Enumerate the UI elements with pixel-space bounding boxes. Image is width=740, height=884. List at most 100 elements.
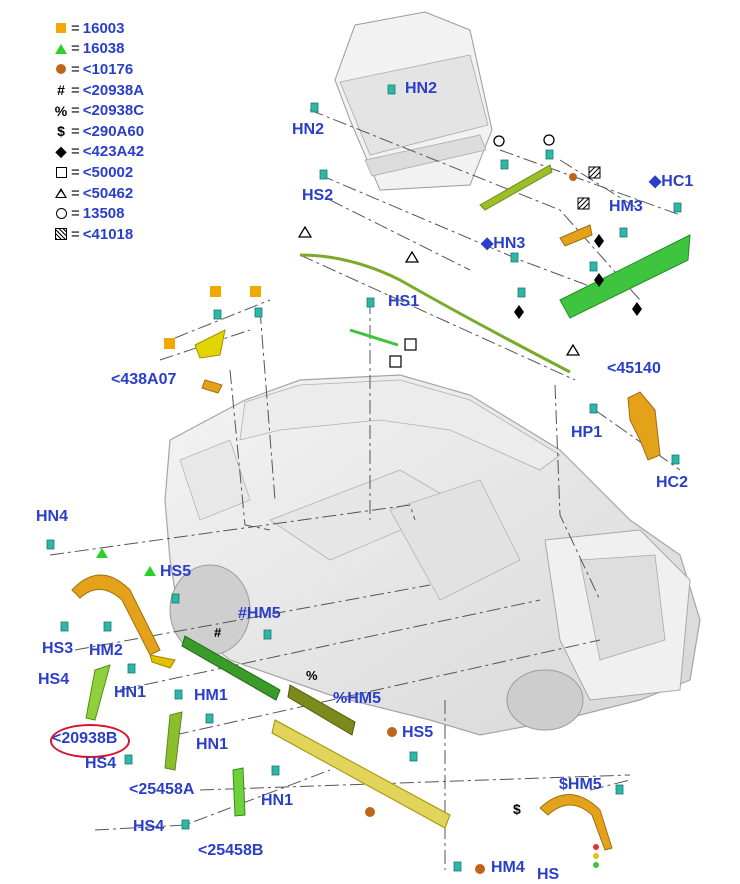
orange-square-icon: [54, 20, 68, 36]
clip-hm1[interactable]: [174, 689, 183, 700]
clip-hs5-lower[interactable]: [409, 751, 418, 762]
clip-hc2[interactable]: [671, 454, 680, 465]
part-small-strip[interactable]: [349, 328, 399, 347]
triangle-outline-icon: [404, 250, 420, 263]
legend-text: <423A42: [82, 143, 145, 161]
label-hn2-left[interactable]: HN2: [292, 121, 325, 138]
clip-13508-b[interactable]: [545, 149, 554, 160]
orange-square-icon: [164, 338, 175, 349]
legend-row: =<50462: [54, 183, 144, 204]
clip-hs3[interactable]: [60, 621, 69, 632]
clip-hm3[interactable]: [619, 227, 628, 238]
clip-hs1[interactable]: [366, 297, 375, 308]
clip-hn3-c[interactable]: [517, 287, 526, 298]
yellow-dot-icon: [593, 853, 599, 859]
part-25458b[interactable]: [232, 767, 246, 817]
red-dot-icon: [593, 844, 599, 850]
triangle-outline-icon: [54, 185, 68, 201]
label-hm5-hash[interactable]: #HM5: [238, 605, 281, 622]
clip-16003-a[interactable]: [213, 309, 222, 320]
brown-dot-icon: [54, 61, 68, 77]
part-rocker-trim-hash[interactable]: [181, 635, 281, 701]
part-wheel-arch-front[interactable]: [71, 574, 161, 656]
brown-dot-icon: [475, 864, 485, 874]
label-hs4-b[interactable]: HS4: [85, 755, 117, 772]
part-roof-seal[interactable]: [299, 253, 571, 374]
part-bracket-hatched[interactable]: [559, 224, 593, 247]
label-hp1[interactable]: HP1: [571, 424, 603, 441]
label-hs5-upper[interactable]: HS5: [160, 563, 192, 580]
label-hc1[interactable]: ◆HC1: [649, 173, 694, 190]
clip-hc1[interactable]: [673, 202, 682, 213]
clip-hs2[interactable]: [319, 169, 328, 180]
clip-hn1-b[interactable]: [205, 713, 214, 724]
part-clip-438a07[interactable]: [201, 379, 223, 394]
clip-hn2-left[interactable]: [310, 102, 319, 113]
clip-hs4-c[interactable]: [181, 819, 190, 830]
clip-hm5-hash[interactable]: [263, 629, 272, 640]
label-hs2[interactable]: HS2: [302, 187, 334, 204]
label-hn3[interactable]: ◆HN3: [481, 235, 526, 252]
label-hn1-a[interactable]: HN1: [114, 684, 147, 701]
part-trim-strip-upper[interactable]: [479, 164, 553, 211]
label-hs3[interactable]: HS3: [42, 640, 74, 657]
brown-dot-icon: [365, 807, 375, 817]
clip-hn3[interactable]: [510, 252, 519, 263]
part-triangle-trim[interactable]: [194, 329, 226, 359]
part-rocker-trim-pct[interactable]: [287, 684, 356, 736]
legend-text: <41018: [82, 225, 134, 243]
clip-hn2-top[interactable]: [387, 84, 396, 95]
label-hm5-dollar[interactable]: $HM5: [559, 776, 602, 793]
label-hs1[interactable]: HS1: [388, 293, 420, 310]
clip-hm5-dollar[interactable]: [615, 784, 624, 795]
part-wheel-arch-rear[interactable]: [539, 794, 613, 851]
label-hn2-top[interactable]: HN2: [405, 80, 438, 97]
clip-hm4[interactable]: [453, 861, 462, 872]
legend-text: <20938A: [82, 81, 145, 99]
legend-row: ◆=<423A42: [55, 143, 145, 161]
part-arch-extension[interactable]: [149, 654, 176, 669]
clips: [46, 84, 682, 872]
label-hn1-b[interactable]: HN1: [196, 736, 229, 753]
clip-hp1[interactable]: [589, 403, 598, 414]
brown-dot-icon: [387, 727, 397, 737]
label-hn4[interactable]: HN4: [36, 508, 69, 525]
clip-13508-a[interactable]: [500, 159, 509, 170]
label-438a07[interactable]: <438A07: [111, 371, 177, 388]
part-45140[interactable]: [627, 391, 661, 461]
clip-hs4-b[interactable]: [124, 754, 133, 765]
part-rocker-molding[interactable]: [271, 719, 451, 829]
dollar-symbol: $: [57, 123, 65, 140]
clip-16003-b[interactable]: [254, 307, 263, 318]
label-25458a[interactable]: <25458A: [129, 781, 195, 798]
label-hs4-c[interactable]: HS4: [133, 818, 165, 835]
clip-hn4[interactable]: [46, 539, 55, 550]
legend-text: <290A60: [82, 122, 145, 140]
part-spoiler[interactable]: [559, 234, 691, 319]
clip-hn1-c[interactable]: [271, 765, 280, 776]
clip-hs5-upper[interactable]: [171, 593, 180, 604]
label-hm3[interactable]: HM3: [609, 198, 643, 215]
label-45140[interactable]: <45140: [607, 360, 661, 377]
label-hm2[interactable]: HM2: [89, 642, 123, 659]
label-hs4-a[interactable]: HS4: [38, 671, 70, 688]
label-hm1[interactable]: HM1: [194, 687, 228, 704]
circle-outline-icon: [543, 134, 555, 146]
leader-lines: [49, 109, 681, 870]
label-hs5-lower[interactable]: HS5: [402, 724, 434, 741]
diamond-icon: [632, 302, 642, 316]
clip-hn1-a[interactable]: [127, 663, 136, 674]
part-25458a[interactable]: [164, 711, 183, 771]
clip-hm2[interactable]: [103, 621, 112, 632]
label-25458b[interactable]: <25458B: [198, 842, 264, 859]
part-20938b[interactable]: [85, 664, 111, 721]
clip-hn3-b[interactable]: [589, 261, 598, 272]
label-hs-partial[interactable]: HS: [537, 866, 560, 883]
label-hm4[interactable]: HM4: [491, 859, 525, 876]
legend-text: <20938C: [82, 102, 145, 120]
legend-row: $=<290A60: [54, 121, 144, 142]
label-hn1-c[interactable]: HN1: [261, 792, 294, 809]
label-hm5-pct[interactable]: %HM5: [333, 690, 382, 707]
diamond-icon: [594, 273, 604, 287]
label-hc2[interactable]: HC2: [656, 474, 689, 491]
